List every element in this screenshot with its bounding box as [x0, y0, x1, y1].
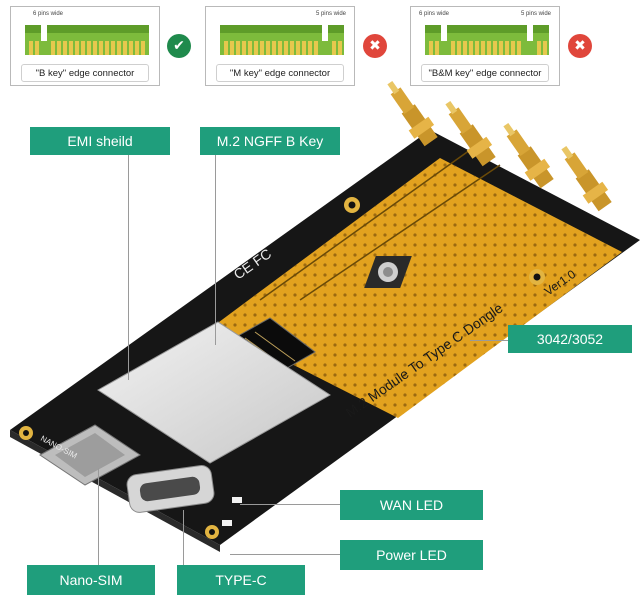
emi-shield [97, 321, 331, 464]
connector-panel-m-key: 5 pins wide "M key" edge connector [205, 6, 355, 86]
callout-emi-shield: EMI sheild [30, 127, 170, 155]
callout-wan-led: WAN LED [340, 490, 483, 520]
cross-icon: ✖ [568, 34, 592, 58]
caption-frame [421, 64, 549, 82]
callout-type-c: TYPE-C [177, 565, 305, 595]
m-key-connector-graphic [220, 25, 344, 55]
pins-note: 6 pins wide [33, 11, 64, 17]
mounting-screw [364, 256, 412, 288]
connector-caption: "M key" edge connector [229, 68, 331, 79]
wan-led [232, 497, 242, 503]
pins-note: 6 pins wide [419, 11, 450, 17]
callout-nano-sim: Nano-SIM [27, 565, 155, 595]
b-key-connector-graphic [25, 25, 149, 55]
leader-line [183, 510, 184, 565]
sma-connector [387, 80, 438, 147]
check-icon: ✔ [167, 34, 191, 58]
connector-caption: "B&M key" edge connector [428, 68, 542, 79]
callout-power-led: Power LED [340, 540, 483, 570]
power-led [222, 520, 232, 526]
sma-connector [561, 145, 612, 212]
leader-line [230, 554, 340, 555]
pins-note: 5 pins wide [315, 11, 346, 17]
sma-connector [445, 100, 496, 167]
bm-key-connector-graphic [425, 25, 549, 55]
leader-line [128, 155, 129, 380]
caption-frame [21, 64, 149, 82]
leader-line [240, 504, 340, 505]
pins-note: 5 pins wide [520, 11, 551, 17]
leader-line [215, 155, 216, 345]
connector-panel-bm-key: 6 pins wide 5 pins wide "B&M key" edge c… [410, 6, 560, 86]
callout-m2-ngff-b-key: M.2 NGFF B Key [200, 127, 340, 155]
callout-size-3042-3052: 3042/3052 [508, 325, 632, 353]
leader-line [98, 468, 99, 565]
caption-frame [216, 64, 344, 82]
connector-caption: "B key" edge connector [35, 68, 135, 79]
cross-icon: ✖ [363, 34, 387, 58]
connector-panel-b-key: 6 pins wide "B key" edge connector [10, 6, 160, 86]
usb-c-port [126, 464, 215, 513]
leader-line [470, 340, 510, 341]
sma-connector [503, 122, 554, 189]
